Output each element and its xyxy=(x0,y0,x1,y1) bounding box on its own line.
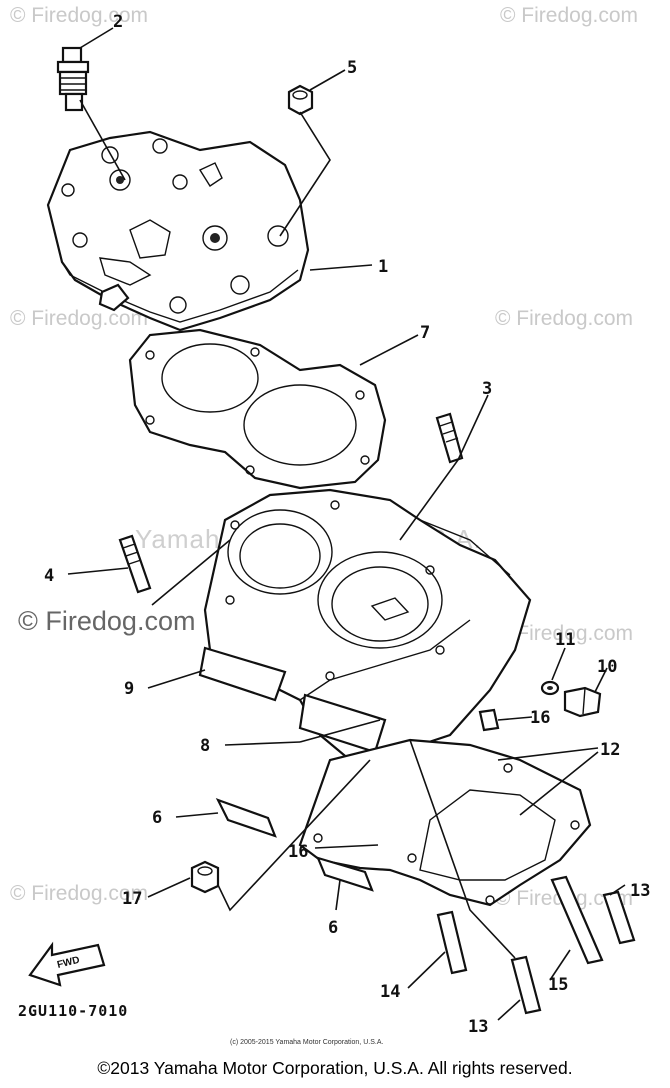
watermark-firedog: © Firedog.com xyxy=(10,882,148,905)
watermark-firedog: © Firedog.com xyxy=(10,307,148,330)
base-gasket-part xyxy=(298,738,592,907)
callout-7: 7 xyxy=(420,323,430,343)
base-nut-part xyxy=(190,860,220,894)
head-nut-part xyxy=(287,84,314,116)
diagram-part-code: 2GU110-7010 xyxy=(18,1002,128,1020)
callout-13: 13 xyxy=(630,881,650,901)
watermark-firedog: © Firedog.com xyxy=(495,307,633,330)
watermark-firedog-large: © Firedog.com xyxy=(18,606,195,636)
callout-2: 2 xyxy=(113,12,123,32)
callout-17: 17 xyxy=(122,889,142,909)
spark-plug-part xyxy=(56,46,90,112)
callout-5: 5 xyxy=(347,58,357,78)
cylinder-head-part xyxy=(46,130,310,332)
callout-13: 13 xyxy=(468,1017,488,1037)
callout-8: 8 xyxy=(200,736,210,756)
callout-11: 11 xyxy=(555,630,575,650)
watermark-firedog: © Firedog.com xyxy=(495,622,633,645)
leader-lines xyxy=(67,27,626,1021)
small-copyright: (c) 2005-2015 Yamaha Motor Corporation, … xyxy=(230,1039,383,1046)
callout-10: 10 xyxy=(597,657,617,677)
fwd-label: FWD xyxy=(56,955,81,971)
callout-1: 1 xyxy=(378,257,388,277)
rubber-block-part xyxy=(215,798,374,892)
callout-6: 6 xyxy=(328,918,338,938)
forward-arrow-icon: FWD xyxy=(28,941,106,987)
callout-15: 15 xyxy=(548,975,568,995)
head-gasket-part xyxy=(128,328,387,490)
callout-14: 14 xyxy=(380,982,400,1002)
callout-12: 12 xyxy=(600,740,620,760)
callout-16: 16 xyxy=(288,842,308,862)
stud-bolt-part xyxy=(435,412,464,464)
bolt-part xyxy=(563,686,602,718)
callout-4: 4 xyxy=(44,566,54,586)
copyright-footer: ©2013 Yamaha Motor Corporation, U.S.A. A… xyxy=(97,1058,573,1078)
callout-6: 6 xyxy=(152,808,162,828)
callout-numbers: 2 5 1 7 3 4 9 8 6 16 11 10 12 16 6 17 13… xyxy=(44,12,650,1037)
callout-3: 3 xyxy=(482,379,492,399)
watermark-firedog: © Firedog.com xyxy=(10,4,148,27)
stud-bolt-part xyxy=(118,534,152,594)
watermark-firedog: © Firedog.com xyxy=(500,4,638,27)
washer-part xyxy=(540,680,560,696)
callout-9: 9 xyxy=(124,679,134,699)
cylinder-block-part xyxy=(203,488,532,762)
callout-16: 16 xyxy=(530,708,550,728)
stud-bolt-part xyxy=(436,875,636,1015)
